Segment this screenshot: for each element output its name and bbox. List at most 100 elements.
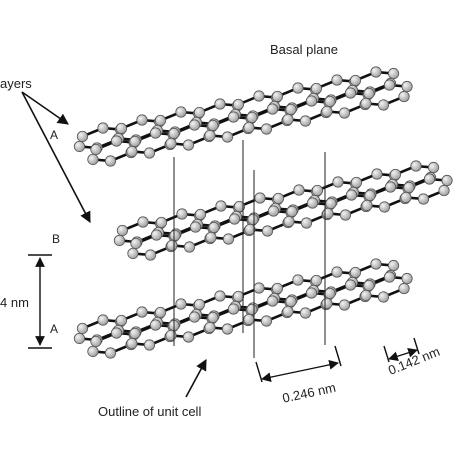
carbon-atom [149, 127, 162, 139]
carbon-atom [370, 258, 382, 270]
carbon-atom [175, 106, 187, 118]
carbon-atom [349, 266, 362, 279]
carbon-atom [136, 114, 148, 126]
unit-cell-label: Outline of unit cell [98, 404, 202, 419]
carbon-atom [324, 95, 336, 108]
carbon-atom [305, 95, 318, 107]
carbon-atom [261, 225, 274, 237]
carbon-atom [332, 176, 344, 188]
carbon-atom [360, 97, 372, 110]
carbon-atom [154, 306, 167, 319]
interlayer-spacing-label: 4 nm [0, 295, 29, 310]
carbon-atom [441, 174, 453, 187]
carbon-atom [87, 345, 99, 358]
carbon-atom [403, 181, 415, 194]
carbon-atom [387, 67, 400, 80]
carbon-atom [293, 184, 305, 196]
carbon-atom [183, 241, 196, 253]
carbon-atom [244, 223, 256, 236]
layer-arrows [21, 91, 91, 223]
layers-label: ayers [0, 76, 32, 91]
carbon-atom [363, 279, 375, 292]
carbon-atom [299, 115, 312, 127]
carbon-atom [384, 181, 397, 193]
carbon-atom [155, 216, 168, 229]
carbon-atom [339, 209, 352, 221]
carbon-atom [361, 199, 373, 212]
carbon-atom [331, 74, 343, 86]
carbon-atom [207, 311, 219, 324]
carbon-atom [136, 306, 148, 318]
carbon-atom [253, 282, 265, 294]
carbon-atom [144, 249, 157, 261]
carbon-atom [73, 140, 86, 153]
carbon-atom [116, 224, 129, 237]
carbon-atom [306, 197, 319, 209]
carbon-atom [130, 237, 142, 250]
layer-a-top [73, 66, 413, 167]
carbon-atom [398, 90, 410, 103]
carbon-atom [322, 207, 334, 220]
carbon-atom [410, 160, 422, 172]
carbon-atom [193, 298, 206, 311]
carbon-atom [321, 297, 333, 310]
carbon-atom [246, 111, 258, 124]
carbon-atom [310, 82, 323, 95]
carbon-atom [338, 107, 351, 119]
carbon-atom [267, 205, 280, 217]
carbon-atom [126, 145, 138, 158]
carbon-atom [149, 319, 162, 331]
carbon-atom [377, 99, 390, 111]
carbon-atom [417, 193, 430, 205]
carbon-atom [233, 200, 246, 213]
carbon-atom [377, 291, 390, 303]
carbon-atom [325, 197, 337, 210]
unit-cell-outline [173, 140, 326, 358]
carbon-atom [129, 135, 141, 148]
layer-b [113, 160, 453, 261]
carbon-atom [115, 122, 128, 135]
carbon-atom [423, 173, 436, 185]
carbon-atom [207, 119, 219, 132]
carbon-atom [370, 66, 382, 78]
carbon-atom [345, 189, 358, 201]
carbon-atom [221, 323, 234, 335]
carbon-atom [401, 272, 413, 285]
layer-a-top-label: A [50, 128, 59, 142]
carbon-atom [300, 217, 313, 229]
carbon-atom [97, 314, 109, 326]
carbon-atom [90, 143, 102, 156]
layer-a-bottom-label: A [50, 322, 59, 336]
carbon-atom [168, 127, 180, 140]
carbon-atom [175, 298, 187, 310]
carbon-atom [97, 122, 109, 134]
carbon-atom [221, 131, 234, 143]
carbon-atom [260, 315, 273, 327]
carbon-atom [350, 176, 363, 189]
carbon-atom [331, 266, 343, 278]
carbon-atom [188, 119, 201, 131]
carbon-atom [243, 121, 255, 134]
carbon-atom [110, 327, 123, 339]
carbon-atom [282, 305, 294, 318]
carbon-atom [87, 153, 99, 166]
carbon-atom [272, 192, 285, 205]
carbon-atom [208, 221, 220, 234]
carbon-atom [344, 279, 357, 291]
carbon-atom [283, 215, 295, 228]
carbon-atom [143, 147, 156, 159]
carbon-atom [227, 111, 240, 123]
carbon-atom [378, 201, 391, 213]
carbon-atom [254, 192, 266, 204]
carbon-atom [364, 189, 376, 202]
carbon-atom [182, 331, 195, 343]
carbon-atom [338, 299, 351, 311]
carbon-atom [271, 282, 284, 295]
carbon-atom [127, 247, 139, 260]
carbon-atom [204, 321, 216, 334]
carbon-atom [266, 103, 279, 115]
carbon-atom [232, 98, 245, 111]
carbon-atom [438, 184, 450, 197]
carbon-atom [427, 161, 440, 174]
